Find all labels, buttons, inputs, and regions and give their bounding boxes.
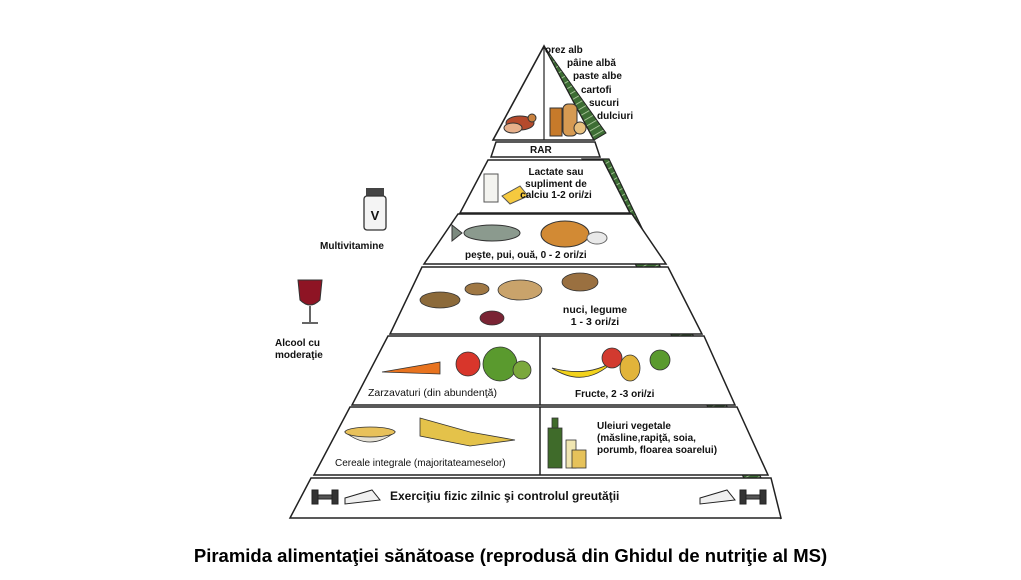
fruits-icon	[551, 347, 671, 382]
dairy-label: Lactate sau supliment de calciu 1-2 ori/…	[520, 167, 592, 201]
top-pyramid	[491, 44, 607, 141]
rar-label: RAR	[530, 145, 552, 156]
oil-bottles-icon	[547, 417, 587, 469]
top-item: dulciuri	[597, 111, 634, 123]
tier-veg-fruits	[350, 335, 737, 406]
dumbbell-left-icon	[311, 489, 381, 505]
red-meat-icon	[503, 113, 537, 134]
exercise-label: Exerciţiu fizic zilnic şi controlul greu…	[390, 489, 620, 503]
figure-caption: Piramida alimentaţiei sănătoase (reprodu…	[193, 545, 828, 566]
cereals-label: Cereale integrale (majoritateameselor)	[335, 458, 506, 469]
top-item: orez alb	[545, 45, 583, 56]
alcohol-label: Alcool cu moderaţie	[275, 338, 323, 361]
multivitamins-label: Multivitamine	[320, 241, 384, 252]
top-item: paste albe	[573, 71, 622, 83]
top-item: cartofi	[581, 84, 612, 96]
dumbbell-right-icon	[699, 489, 767, 505]
tier-nuts	[388, 266, 704, 335]
multivitamin-bottle-icon: V	[363, 188, 387, 231]
tier-exercise	[288, 477, 782, 519]
vegetables-icon	[381, 346, 532, 382]
pyramid-svg: V	[288, 44, 782, 520]
milk-cheese-icon	[483, 173, 529, 205]
vitamin-letter: V	[371, 208, 380, 223]
oils-label: Uleiuri vegetale (măsline,rapiţă, soia, …	[597, 421, 718, 456]
top-item: pâine albă	[567, 58, 616, 70]
pyramid-tiers	[288, 141, 782, 519]
protein-label: peşte, pui, ouă, 0 - 2 ori/zi	[465, 250, 587, 261]
vegetables-label: Zarzavaturi (din abundenţă)	[368, 387, 497, 399]
fish-chicken-icon	[451, 220, 608, 248]
top-item: sucuri	[589, 97, 620, 109]
top-food-list: orez alb pâine albă paste albe cartofi s…	[545, 44, 633, 123]
nuts-legumes-icon	[419, 272, 599, 326]
cereal-bowl-icon	[343, 417, 516, 447]
nuts-label: nuci, legume 1 - 3 ori/zi	[562, 304, 628, 328]
tier-rar	[489, 141, 602, 158]
tier-dairy	[458, 159, 632, 214]
wine-glass-icon	[297, 279, 323, 324]
fruits-label: Fructe, 2 -3 ori/zi	[575, 389, 655, 400]
bread-sweets-icon	[549, 103, 587, 137]
